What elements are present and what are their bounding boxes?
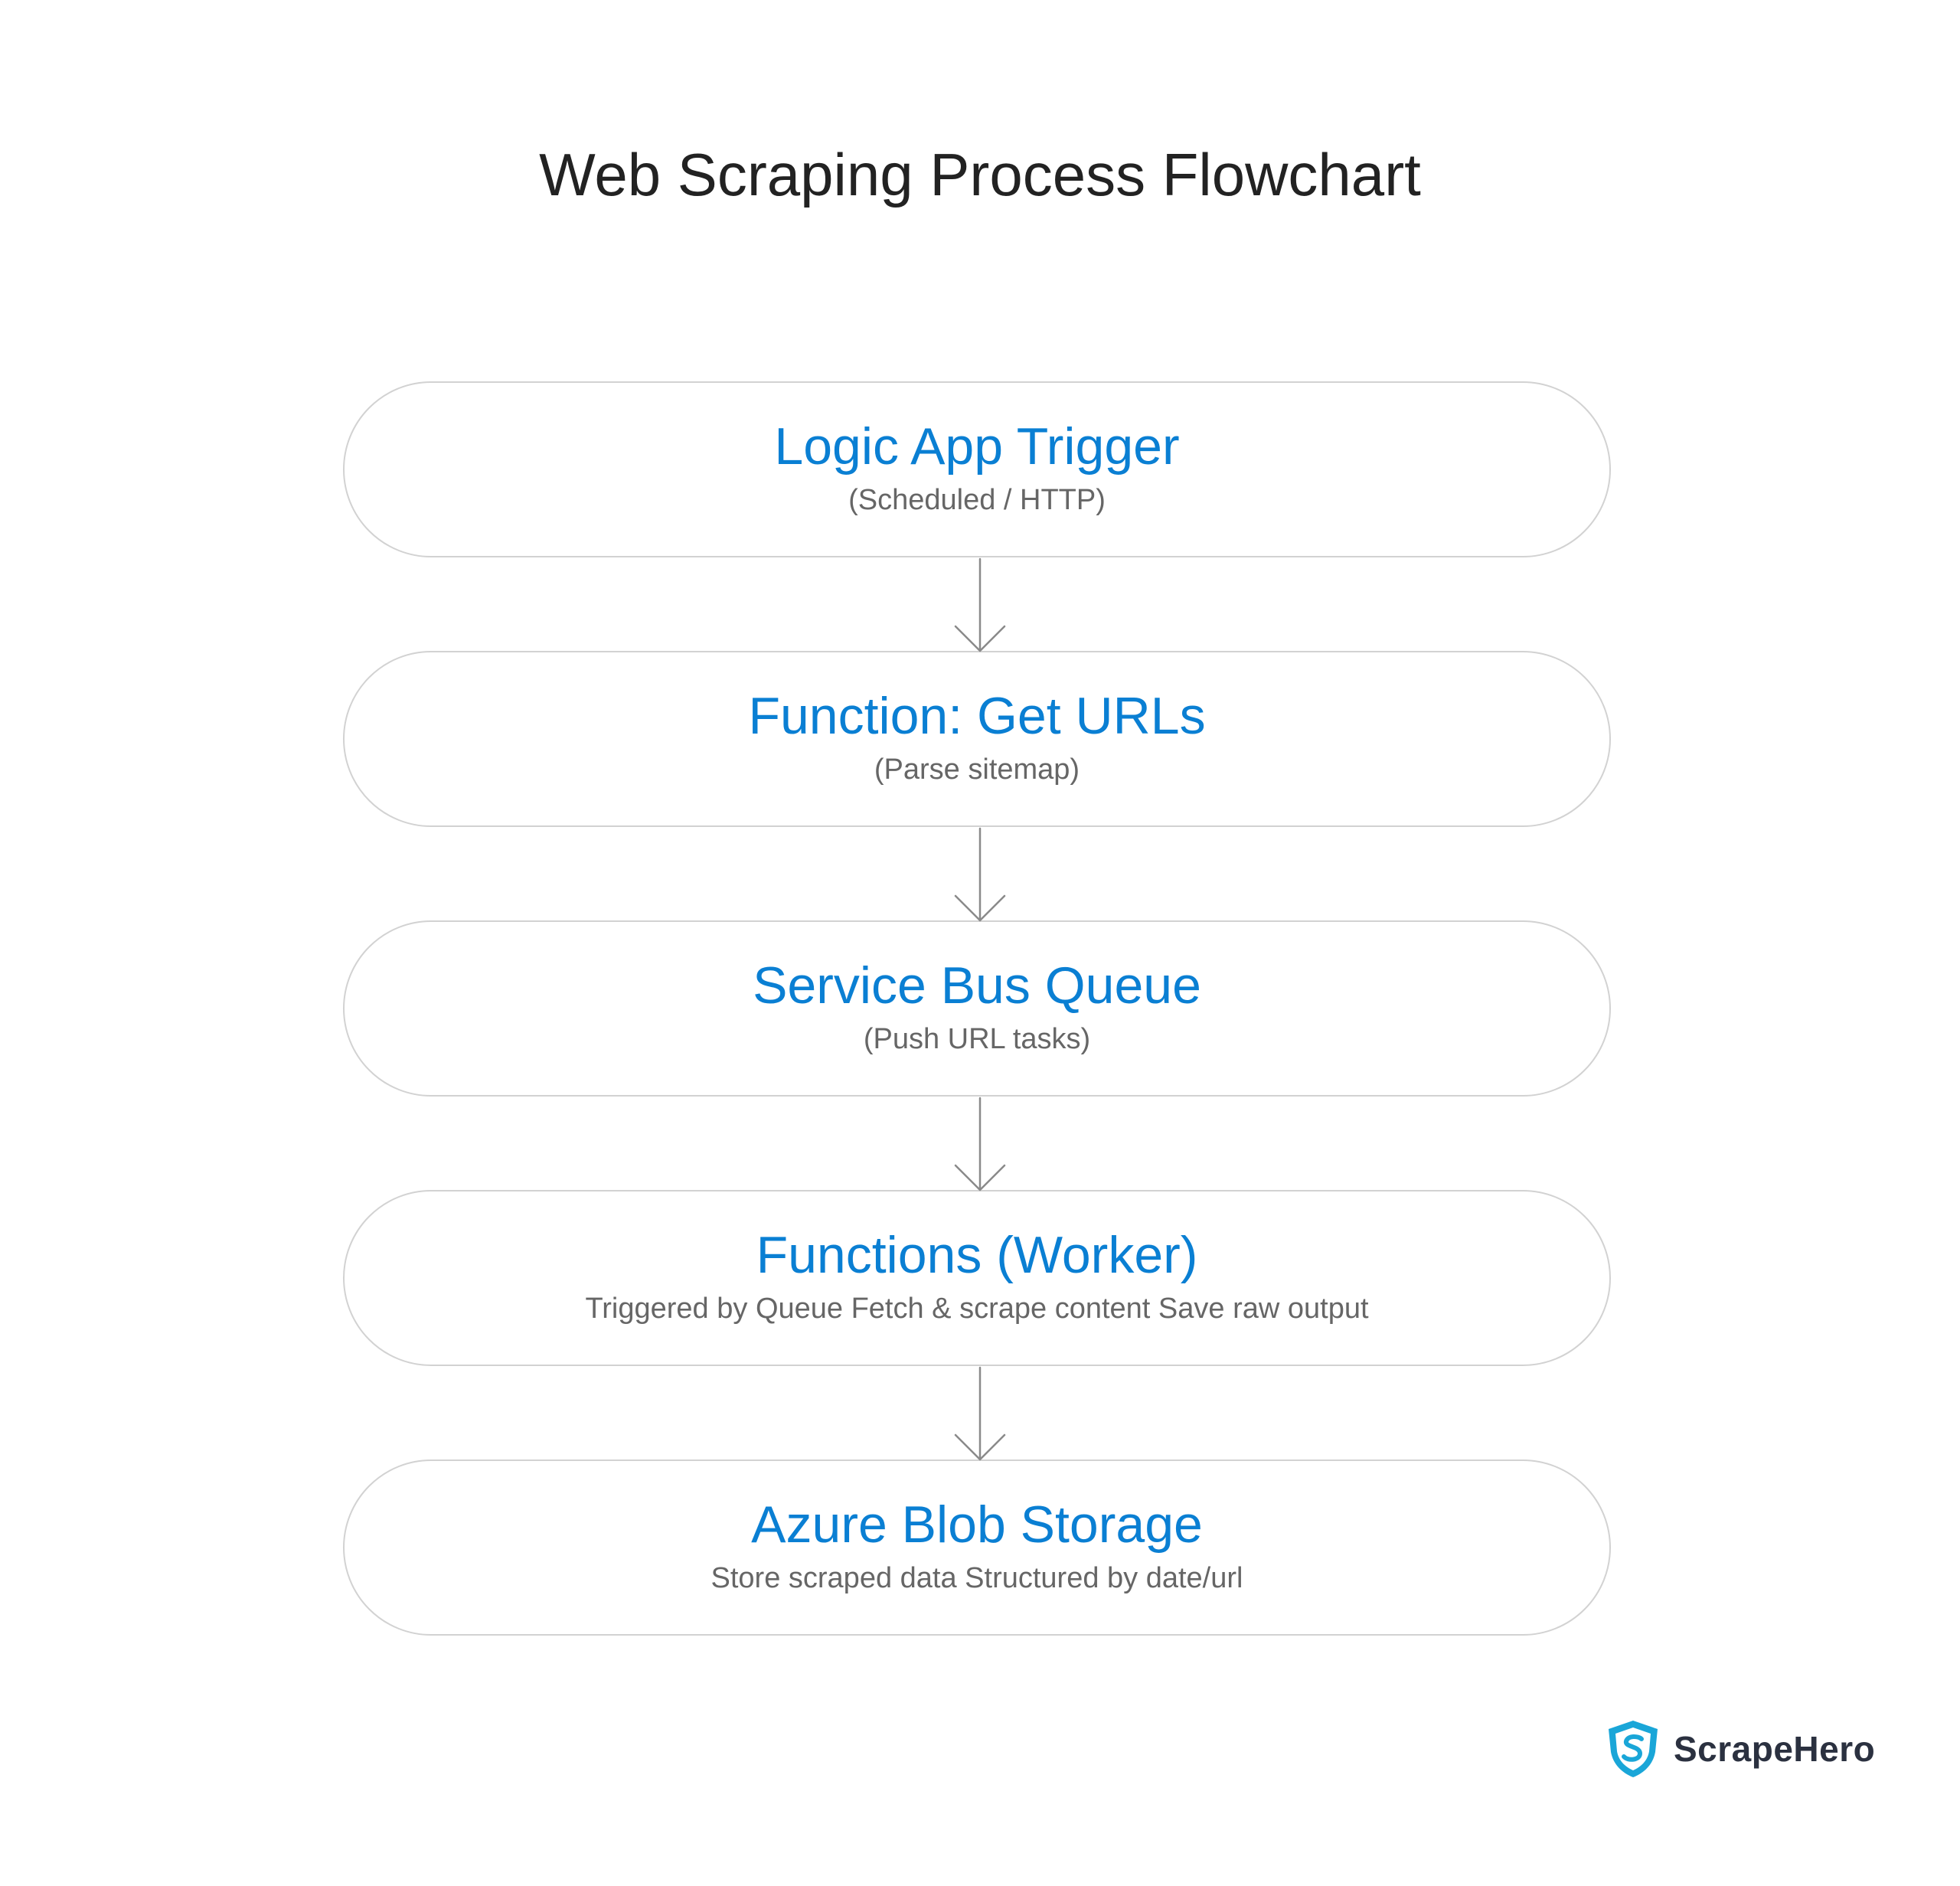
brand-logo: ScrapeHero (1605, 1718, 1875, 1780)
step-function-get-urls: Function: Get URLs (Parse sitemap) (343, 651, 1611, 827)
arrow-1 (954, 557, 1006, 652)
step-title: Logic App Trigger (774, 417, 1180, 476)
arrow-4 (954, 1366, 1006, 1461)
arrow-3 (954, 1097, 1006, 1191)
step-subtitle: Store scraped data Structured by date/ur… (710, 1562, 1243, 1594)
step-logic-app-trigger: Logic App Trigger (Scheduled / HTTP) (343, 381, 1611, 557)
step-title: Function: Get URLs (748, 687, 1206, 745)
step-service-bus-queue: Service Bus Queue (Push URL tasks) (343, 920, 1611, 1097)
step-subtitle: (Parse sitemap) (874, 753, 1080, 786)
step-azure-blob-storage: Azure Blob Storage Store scraped data St… (343, 1459, 1611, 1636)
step-subtitle: (Scheduled / HTTP) (848, 484, 1106, 516)
step-subtitle: (Push URL tasks) (863, 1023, 1091, 1055)
step-title: Functions (Worker) (756, 1226, 1198, 1284)
step-title: Azure Blob Storage (751, 1495, 1203, 1554)
scrapehero-shield-logo-icon (1609, 1721, 1658, 1777)
diagram-title: Web Scraping Process Flowchart (539, 141, 1421, 208)
step-title: Service Bus Queue (753, 956, 1201, 1015)
step-functions-worker: Functions (Worker) Triggered by Queue Fe… (343, 1190, 1611, 1366)
step-subtitle: Triggered by Queue Fetch & scrape conten… (585, 1293, 1369, 1325)
brand-name: ScrapeHero (1674, 1729, 1876, 1769)
arrow-2 (954, 827, 1006, 922)
